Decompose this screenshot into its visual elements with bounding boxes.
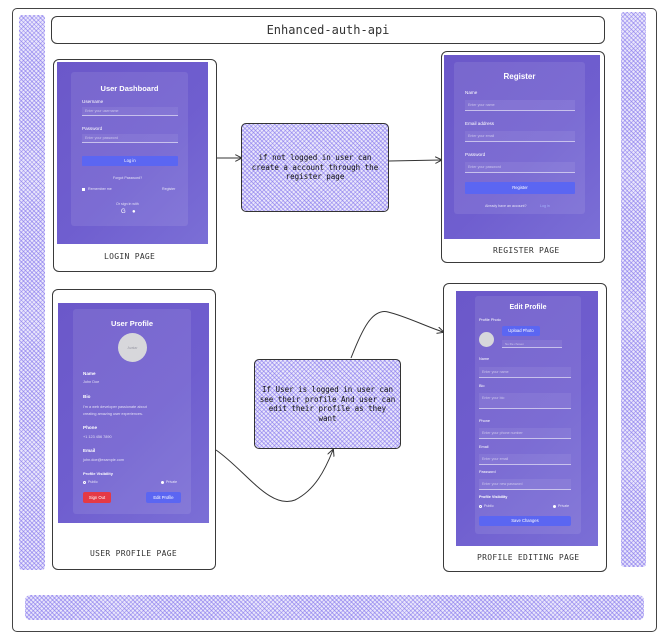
bio-label: Bio: [83, 394, 91, 399]
username-label: Username: [82, 99, 104, 104]
login-title: User Dashboard: [100, 84, 159, 93]
email-label: Email: [479, 445, 489, 449]
edit-profile-card: Edit Profile Profile Photo Upload Photo …: [475, 296, 581, 534]
name-label: Name: [465, 90, 478, 95]
left-hatched-bar: [19, 15, 45, 570]
name-label: Name: [83, 371, 96, 376]
save-changes-button[interactable]: Save Changes: [479, 516, 571, 526]
login-screenshot: User Dashboard Username Enter your usern…: [57, 62, 208, 244]
login-page-caption: LOGIN PAGE: [104, 252, 156, 261]
file-input[interactable]: No file chosen: [502, 340, 562, 348]
edit-profile-title: Edit Profile: [509, 304, 547, 311]
visibility-label: Profile Visibility: [83, 471, 113, 476]
upload-photo-button[interactable]: Upload Photo: [502, 326, 540, 336]
avatar-text: Avatar: [127, 345, 138, 350]
private-radio[interactable]: [161, 481, 164, 484]
register-page-caption: REGISTER PAGE: [493, 246, 560, 255]
profile-flow-text: If User is logged in user can see their …: [259, 385, 396, 423]
visibility-label: Profile Visibility: [479, 495, 508, 499]
password-label: Password: [82, 126, 103, 131]
username-input[interactable]: Enter your username: [82, 107, 178, 116]
edit-profile-screenshot: Edit Profile Profile Photo Upload Photo …: [456, 291, 598, 546]
name-input[interactable]: Enter your name: [465, 100, 575, 111]
register-flow-text: if not logged in user can create a accou…: [251, 153, 379, 182]
arrow-note-to-register: [388, 160, 441, 161]
password-input[interactable]: Enter your password: [82, 134, 178, 143]
profile-photo-label: Profile Photo: [479, 318, 501, 322]
name-label: Name: [479, 357, 490, 361]
forgot-password-link[interactable]: Forgot Password?: [113, 176, 143, 180]
public-radio[interactable]: [479, 505, 482, 508]
login-button[interactable]: Log in: [82, 156, 178, 166]
bio-input[interactable]: Enter your bio: [479, 393, 571, 409]
password-label: Password: [465, 152, 486, 157]
login-link[interactable]: Log in: [540, 204, 550, 208]
email-input[interactable]: Enter your email: [465, 131, 575, 142]
register-flow-note: if not logged in user can create a accou…: [241, 123, 389, 212]
phone-input[interactable]: Enter your phone number: [479, 428, 571, 439]
public-label: Public: [484, 504, 494, 508]
diagram-boundary: [12, 8, 657, 632]
register-card: Register Name Enter your name Email addr…: [454, 62, 585, 214]
phone-label: Phone: [479, 419, 490, 423]
register-button[interactable]: Register: [465, 182, 575, 194]
name-value: John Doe: [83, 380, 100, 384]
phone-value: +1 123 456 7890: [83, 435, 112, 439]
register-title: Register: [503, 72, 536, 81]
bio-value-line-2: creating amazing user experiences.: [83, 412, 143, 416]
google-icon[interactable]: G: [121, 209, 126, 215]
password-input[interactable]: Enter your new password: [479, 479, 571, 490]
phone-label: Phone: [83, 425, 98, 430]
private-radio[interactable]: [553, 505, 556, 508]
arrow-note-to-edit: [350, 311, 443, 359]
password-input[interactable]: Enter your password: [465, 162, 575, 173]
remember-label: Remember me: [88, 187, 112, 191]
name-input[interactable]: Enter your name: [479, 367, 571, 378]
avatar: Avatar: [118, 333, 147, 362]
public-label: Public: [88, 480, 98, 484]
profile-title: User Profile: [110, 319, 154, 328]
register-link[interactable]: Register: [162, 187, 176, 191]
email-input[interactable]: Enter your email: [479, 454, 571, 465]
diagram-title-box: Enhanced-auth-api: [51, 16, 605, 44]
user-profile-screenshot: User Profile Avatar Name John Doe Bio I'…: [58, 303, 209, 523]
sign-out-button[interactable]: Sign Out: [83, 492, 111, 503]
bio-label: Bio: [479, 384, 485, 388]
signin-with-text: Or sign in with: [116, 202, 139, 206]
photo-preview: [479, 332, 494, 347]
account-text: Already have an account?: [485, 204, 527, 208]
right-hatched-bar: [621, 12, 646, 567]
register-screenshot: Register Name Enter your name Email addr…: [444, 55, 600, 239]
bottom-hatched-bar: [25, 595, 644, 620]
github-icon[interactable]: ●: [132, 209, 136, 215]
email-label: Email: [83, 448, 96, 453]
profile-flow-note: If User is logged in user can see their …: [254, 359, 401, 449]
user-profile-page-caption: USER PROFILE PAGE: [90, 549, 177, 558]
bio-value-line-1: I'm a web developer passionate about: [83, 405, 147, 409]
email-value: john.doe@example.com: [83, 458, 125, 462]
profile-editing-page-caption: PROFILE EDITING PAGE: [477, 553, 580, 562]
remember-checkbox[interactable]: [82, 188, 85, 191]
password-label: Password: [479, 470, 496, 474]
login-card: User Dashboard Username Enter your usern…: [71, 72, 188, 226]
diagram-title: Enhanced-auth-api: [266, 23, 390, 37]
public-radio[interactable]: [83, 481, 86, 484]
private-label: Private: [166, 480, 178, 484]
edit-profile-button[interactable]: Edit Profile: [146, 492, 181, 503]
email-label: Email address: [465, 121, 495, 126]
private-label: Private: [558, 504, 570, 508]
arrow-profile-to-note: [215, 450, 333, 503]
profile-card: User Profile Avatar Name John Doe Bio I'…: [73, 309, 191, 514]
